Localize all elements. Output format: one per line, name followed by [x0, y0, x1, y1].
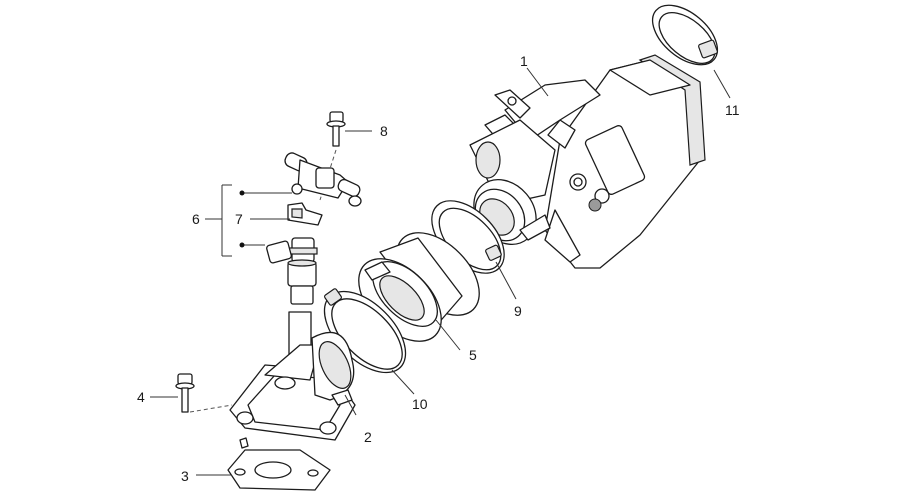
callout-9: 9	[514, 303, 522, 319]
part-11-clamp[interactable]	[642, 0, 729, 76]
bracket-dot-top	[239, 190, 245, 196]
callout-4: 4	[137, 389, 145, 405]
leader-lines	[150, 67, 731, 476]
callout-5: 5	[469, 347, 477, 363]
part-2-manifold[interactable]	[229, 311, 357, 441]
part-7-clip[interactable]	[287, 202, 323, 226]
part-8-bolt[interactable]	[326, 111, 346, 147]
part-10-clamp[interactable]	[310, 277, 420, 387]
part-6-fuel-rail[interactable]	[283, 151, 362, 207]
part-3-gasket[interactable]	[227, 437, 331, 491]
callout-1: 1	[520, 53, 528, 69]
bracket-dot-bottom	[239, 242, 245, 248]
callout-7: 7	[235, 211, 243, 227]
callout-11: 11	[725, 102, 740, 118]
callout-10: 10	[412, 396, 428, 412]
callout-3: 3	[181, 468, 189, 484]
part-4-bolt[interactable]	[175, 373, 195, 413]
callout-8: 8	[380, 123, 388, 139]
callout-2: 2	[364, 429, 372, 445]
callout-6: 6	[192, 211, 200, 227]
fuel-injector[interactable]	[266, 237, 318, 305]
part-1-throttle-body[interactable]	[461, 54, 706, 269]
